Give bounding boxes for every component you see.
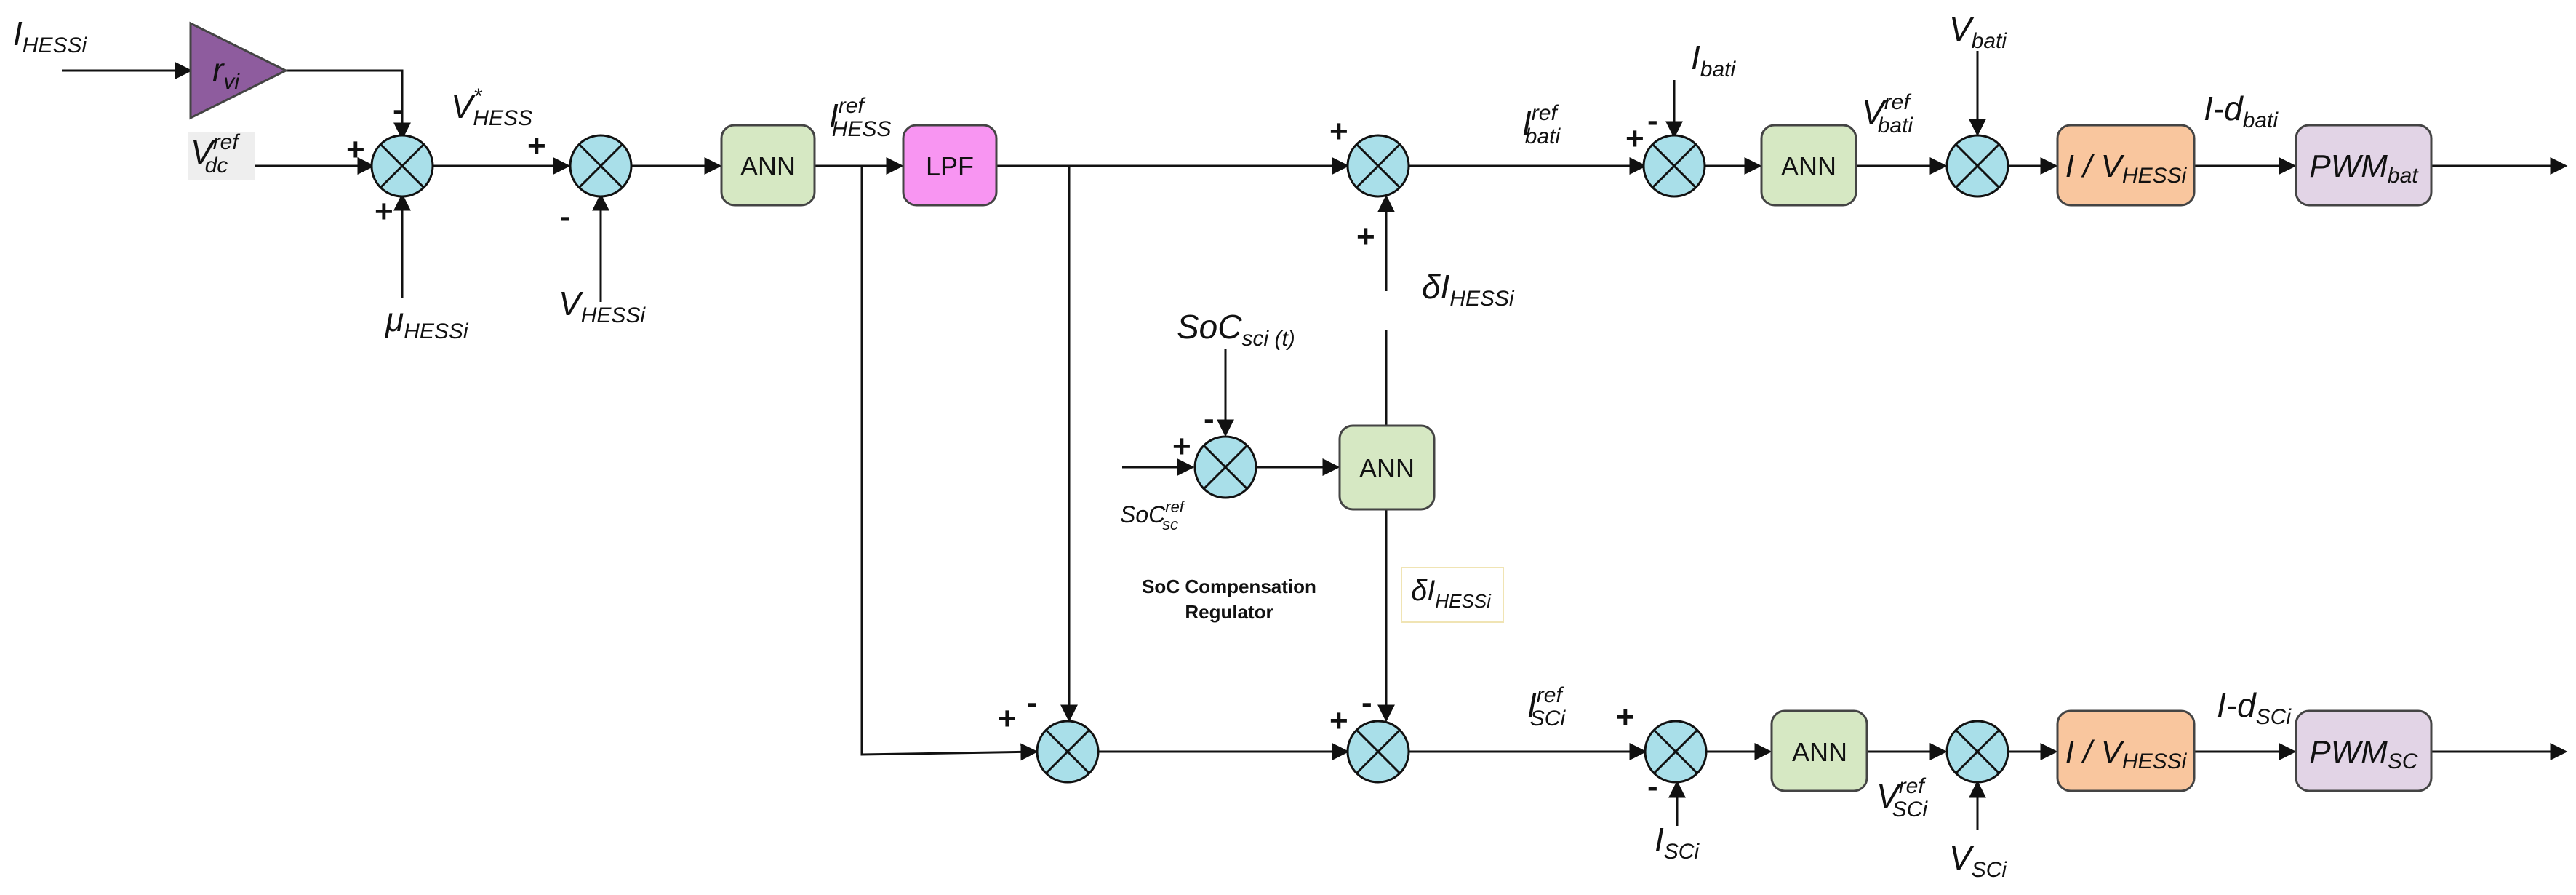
svg-text:ISCi: ISCi <box>1655 821 1700 864</box>
svg-text:-: - <box>1027 685 1038 720</box>
sum-junction-soc <box>1193 435 1257 499</box>
pwm-sc-block: PWMSC <box>2295 709 2433 792</box>
svg-text:PWMSC: PWMSC <box>2309 734 2418 773</box>
svg-text:+: + <box>527 128 546 164</box>
svg-text:rvi: rvi <box>212 51 240 94</box>
lpf-block: LPF <box>902 124 998 207</box>
svg-text:IHESSi: IHESSi <box>13 15 87 57</box>
label-v-sci: VSCi <box>1949 839 2007 882</box>
ann-block-sc: ANN <box>1770 709 1868 792</box>
label-v-bati: Vbati <box>1949 10 2007 53</box>
iv-converter-block-bat: I / VHESSi <box>2056 124 2196 207</box>
sum-junction-sc-current-error <box>1644 720 1708 784</box>
junction-signs: - + + + - + + + - + - + - + - + - <box>346 92 1658 804</box>
svg-text:Ibati: Ibati <box>1691 39 1736 81</box>
svg-text:-: - <box>1204 401 1215 437</box>
ann-block-1: ANN <box>720 124 816 207</box>
svg-text:-: - <box>1361 685 1372 720</box>
svg-text:δIHESSi: δIHESSi <box>1411 575 1492 612</box>
svg-text:ANN: ANN <box>1792 737 1847 767</box>
svg-text:PWMbat: PWMbat <box>2309 148 2419 188</box>
svg-text:δIHESSi: δIHESSi <box>1422 268 1515 311</box>
sum-junction-bat-voltage <box>1945 134 2009 198</box>
soc-compensation-regulator-label: SoC Compensation Regulator <box>1142 576 1316 623</box>
sum-junction-2 <box>569 134 633 198</box>
label-soc-sci-t: SoCsci (t) <box>1177 308 1295 351</box>
svg-text:+: + <box>998 701 1017 736</box>
signal-wires <box>62 51 2568 830</box>
svg-text:+: + <box>346 132 365 167</box>
svg-text:VHESSi: VHESSi <box>559 285 646 327</box>
svg-text:V*HESS: V*HESS <box>451 84 532 130</box>
label-i-hessi: IHESSi <box>13 15 87 57</box>
label-mu-hessi: μHESSi <box>385 301 469 343</box>
label-i-bati: Ibati <box>1691 39 1736 81</box>
svg-text:ANN: ANN <box>1359 453 1415 483</box>
label-delta-i-bottom: δIHESSi <box>1401 567 1504 623</box>
svg-text:I / VHESSi: I / VHESSi <box>2065 148 2188 188</box>
svg-text:+: + <box>1625 121 1644 156</box>
svg-text:+: + <box>1616 699 1635 735</box>
iv-converter-block-sc: I / VHESSi <box>2056 709 2196 792</box>
svg-text:-: - <box>393 92 404 127</box>
pwm-bat-block: PWMbat <box>2295 124 2433 207</box>
label-v-hessi: VHESSi <box>559 285 646 327</box>
sum-junction-sc-voltage <box>1945 720 2009 784</box>
svg-text:SoC Compensation: SoC Compensation <box>1142 576 1316 597</box>
svg-text:+: + <box>375 194 393 229</box>
svg-text:VSCi: VSCi <box>1949 839 2007 882</box>
ann-block-soc: ANN <box>1338 424 1436 511</box>
gain-rvi-block: rvi <box>189 21 289 120</box>
svg-text:SoCsci (t): SoCsci (t) <box>1177 308 1295 351</box>
svg-text:+: + <box>1172 429 1191 464</box>
svg-text:I / VHESSi: I / VHESSi <box>2065 734 2188 773</box>
svg-text:-: - <box>560 199 571 234</box>
svg-text:+: + <box>1329 114 1348 149</box>
svg-text:I-dSCi: I-dSCi <box>2217 686 2292 729</box>
sum-junction-bat-current <box>1346 134 1410 198</box>
svg-text:Regulator: Regulator <box>1185 601 1273 623</box>
svg-text:I-dbati: I-dbati <box>2204 90 2279 132</box>
svg-text:-: - <box>1647 103 1658 138</box>
ann-block-bat: ANN <box>1760 124 1857 207</box>
label-d-bati: I-dbati <box>2204 90 2279 132</box>
svg-text:Vbati: Vbati <box>1949 10 2007 53</box>
sum-junction-sc-current <box>1346 720 1410 784</box>
label-d-sci: I-dSCi <box>2217 686 2292 729</box>
svg-text:LPF: LPF <box>926 151 974 181</box>
label-delta-i-top: δIHESSi <box>1422 268 1515 311</box>
label-i-sci: ISCi <box>1655 821 1700 864</box>
svg-text:ANN: ANN <box>1781 151 1836 181</box>
sum-junction-bat-current-error <box>1642 134 1706 198</box>
svg-text:-: - <box>1647 768 1658 804</box>
svg-text:ANN: ANN <box>740 151 796 181</box>
svg-text:+: + <box>1329 703 1348 739</box>
sum-junction-1 <box>370 134 434 198</box>
sum-junction-sc-split <box>1036 720 1100 784</box>
label-v-hess-star: V*HESS <box>451 84 532 130</box>
svg-text:μHESSi: μHESSi <box>385 301 469 343</box>
svg-text:+: + <box>1356 219 1375 255</box>
